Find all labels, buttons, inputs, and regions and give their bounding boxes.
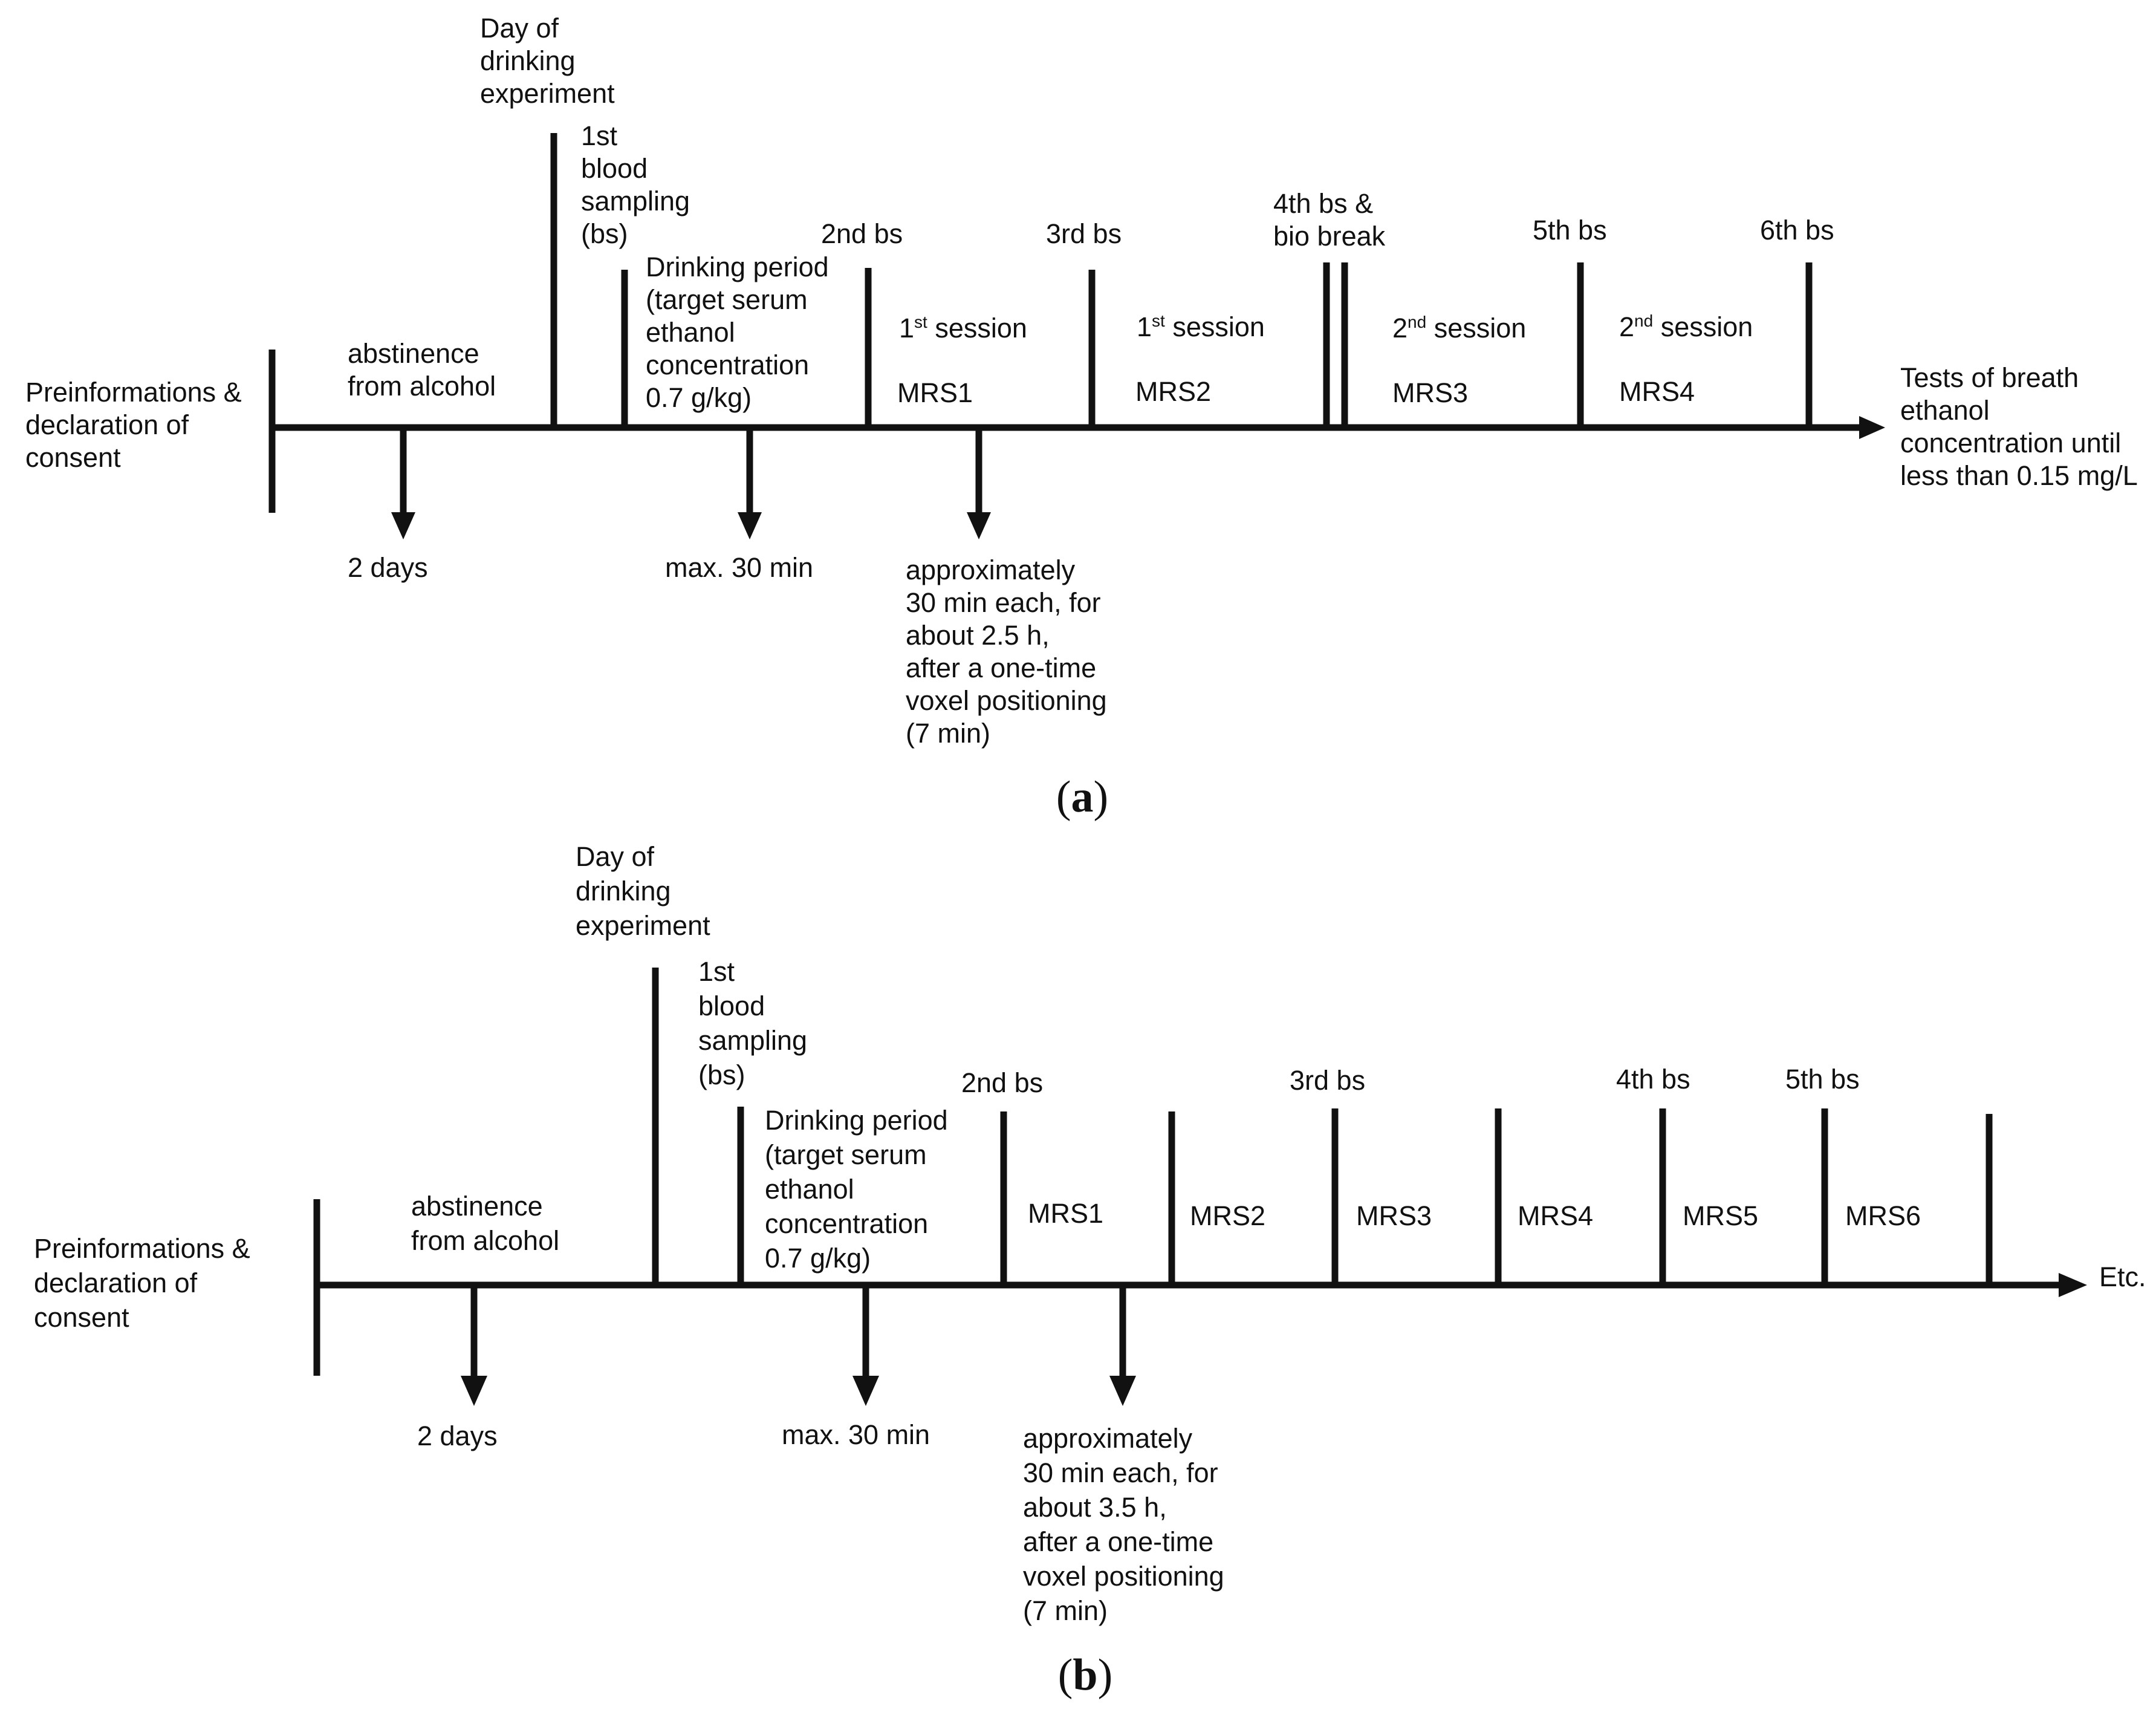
mrs5-label-b: MRS5 — [1683, 1200, 1758, 1231]
timeline-arrowhead-a — [1859, 416, 1885, 439]
drinking-period-label-b: Drinking period (target serum ethanol co… — [765, 1105, 955, 1274]
drinking-period-label-a: Drinking period (target serum ethanol co… — [646, 252, 836, 413]
mrs2-label-b: MRS2 — [1190, 1200, 1265, 1231]
timeline-arrowhead-b — [2059, 1273, 2087, 1297]
mrs3-label-b: MRS3 — [1356, 1200, 1432, 1231]
panel-a: Preinformations & declaration of consent… — [25, 13, 2138, 822]
end-label-a: Tests of breath ethanol concentration un… — [1900, 362, 2138, 491]
day-of-experiment-label-b: Day of drinking experiment — [576, 841, 710, 941]
bs5-label-a: 5th bs — [1533, 215, 1607, 246]
mrs-arrow-head-b — [1109, 1376, 1136, 1406]
session-label-3-a: 2nd session — [1392, 313, 1526, 343]
abstinence-duration-b: 2 days — [417, 1420, 498, 1451]
mrs6-label-b: MRS6 — [1845, 1200, 1921, 1231]
first-bs-label-a: 1st blood sampling (bs) — [581, 120, 698, 249]
abstinence-arrow-head-a — [391, 512, 415, 539]
first-bs-label-b: 1st blood sampling (bs) — [698, 956, 815, 1090]
panel-caption-a: (a) — [1056, 772, 1108, 822]
day-of-experiment-label-a: Day of drinking experiment — [480, 13, 615, 109]
session-label-2-a: 1st session — [1137, 311, 1265, 342]
mrs1-label-a: MRS1 — [897, 377, 973, 408]
abstinence-duration-a: 2 days — [348, 552, 428, 583]
mrs-note-a: approximately 30 min each, for about 2.5… — [906, 555, 1114, 749]
mrs3-label-a: MRS3 — [1392, 377, 1468, 408]
bs4-label-a: 4th bs & bio break — [1273, 188, 1386, 252]
bs5-label-b: 5th bs — [1785, 1064, 1860, 1095]
panel-caption-b: (b) — [1058, 1650, 1112, 1700]
abstinence-label-a: abstinence from alcohol — [348, 338, 496, 402]
drinking-arrow-head-b — [852, 1376, 879, 1406]
abstinence-arrow-head-b — [461, 1376, 487, 1406]
bs6-label-a: 6th bs — [1760, 215, 1834, 246]
panel-b: Preinformations & declaration of consent… — [34, 841, 2146, 1700]
drinking-arrow-head-a — [738, 512, 762, 539]
mrs-arrow-head-a — [967, 512, 991, 539]
bs3-label-a: 3rd bs — [1046, 218, 1122, 249]
drinking-duration-a: max. 30 min — [665, 552, 813, 583]
bs2-label-a: 2nd bs — [821, 218, 903, 249]
start-label-a: Preinformations & declaration of consent — [25, 377, 249, 473]
bs2-label-b: 2nd bs — [961, 1067, 1043, 1098]
mrs4-label-b: MRS4 — [1518, 1200, 1593, 1231]
drinking-duration-b: max. 30 min — [782, 1419, 930, 1450]
session-label-4-a: 2nd session — [1619, 311, 1753, 342]
mrs4-label-a: MRS4 — [1619, 376, 1695, 407]
abstinence-label-b: abstinence from alcohol — [411, 1191, 559, 1256]
session-label-1-a: 1st session — [899, 313, 1027, 343]
start-label-b: Preinformations & declaration of consent — [34, 1233, 258, 1333]
end-label-b: Etc. — [2099, 1261, 2146, 1292]
mrs2-label-a: MRS2 — [1135, 376, 1211, 407]
bs3-label-b: 3rd bs — [1290, 1065, 1365, 1096]
mrs1-label-b: MRS1 — [1028, 1198, 1103, 1229]
bs4-label-b: 4th bs — [1616, 1064, 1690, 1095]
mrs-note-b: approximately 30 min each, for about 3.5… — [1023, 1423, 1232, 1626]
